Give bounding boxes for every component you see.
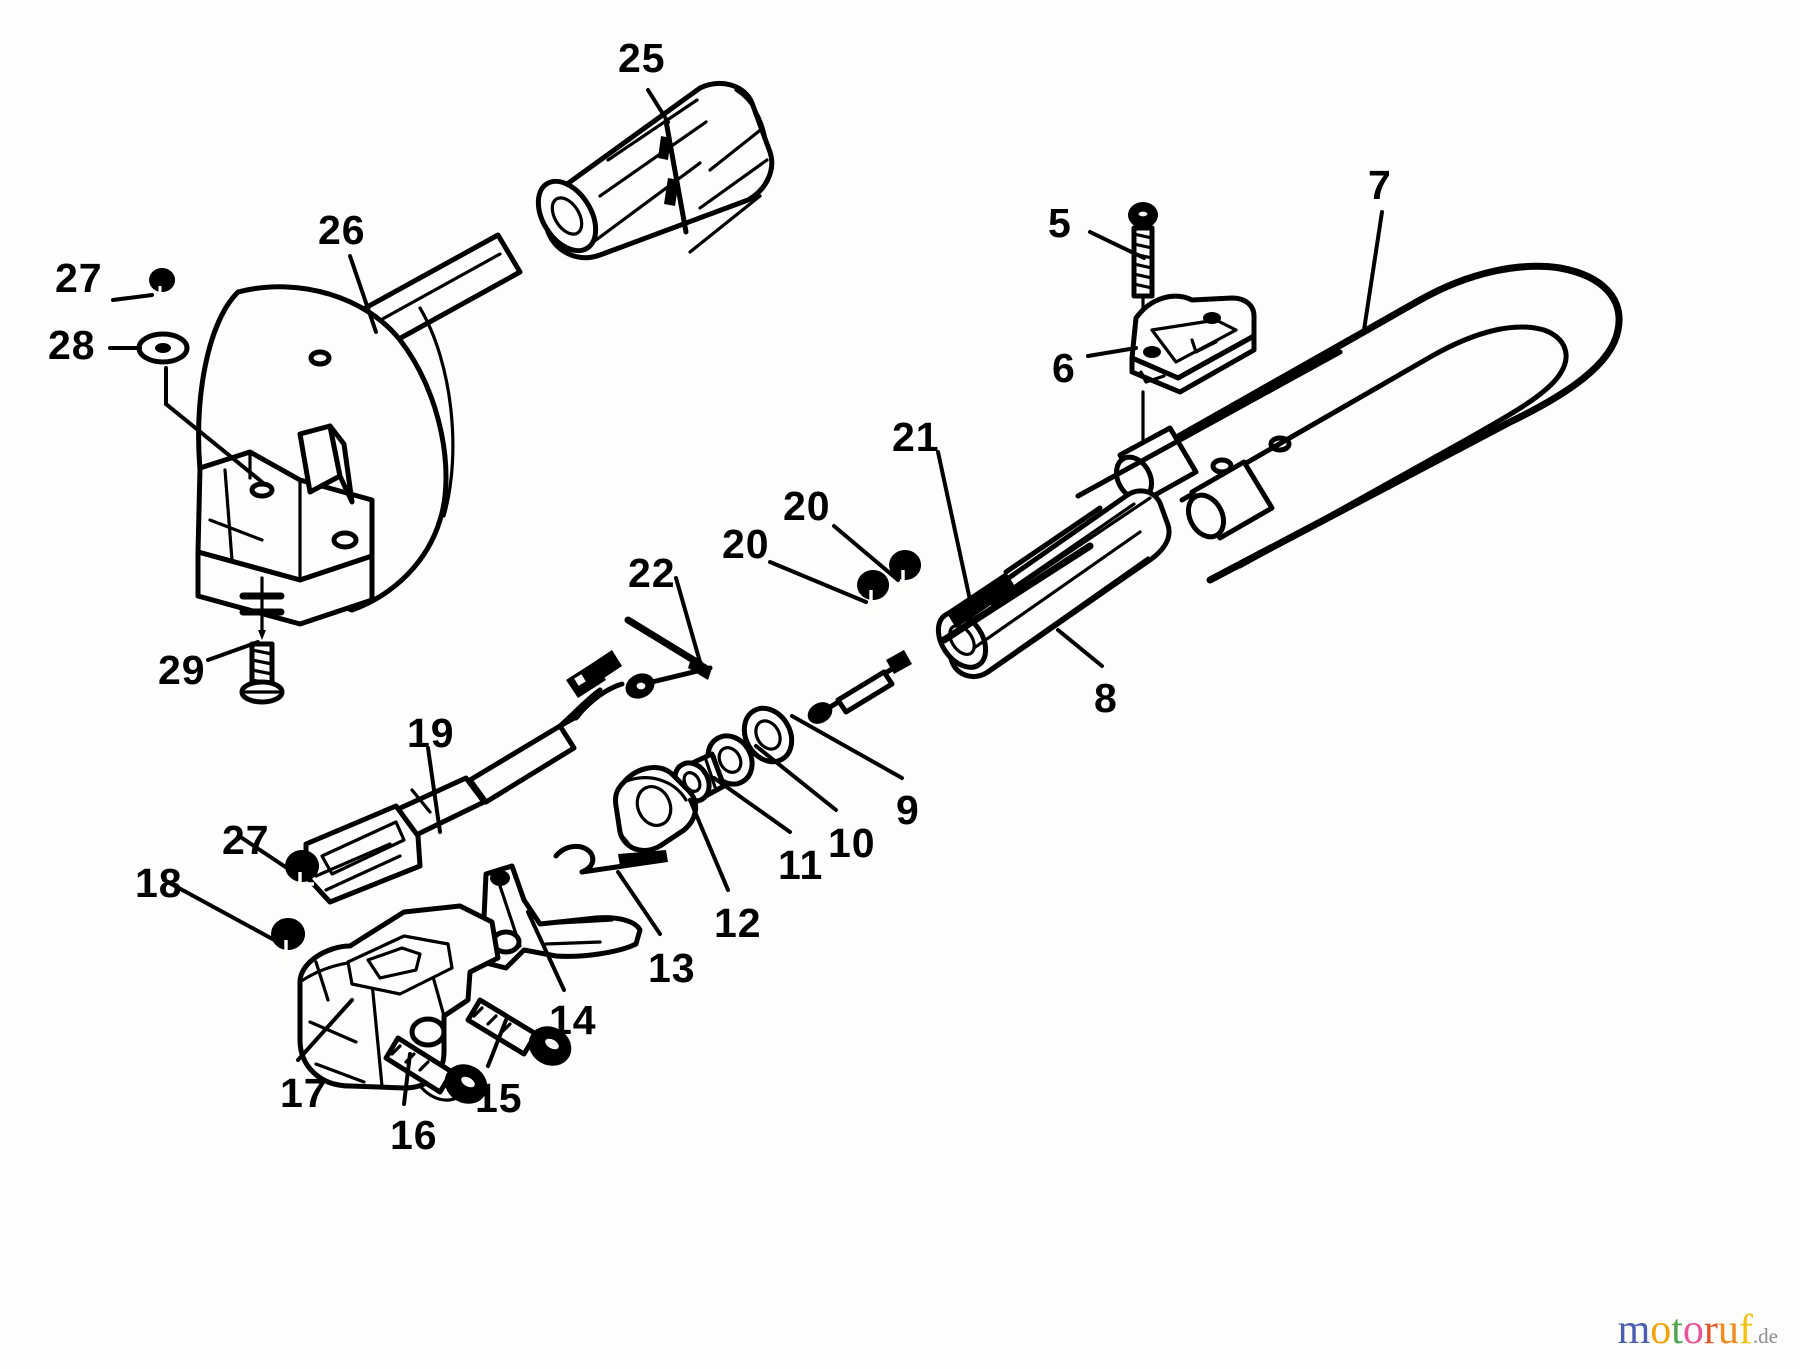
callout-17: 17	[280, 1070, 328, 1116]
callout-27-bottom: 27	[222, 817, 270, 863]
watermark-letter: m	[1617, 1307, 1651, 1353]
callout-19: 19	[407, 710, 455, 756]
callout-8: 8	[1094, 675, 1118, 721]
callout-20-lower: 20	[722, 521, 770, 567]
part-13-lever-bracket	[613, 765, 699, 853]
callout-15: 15	[475, 1075, 523, 1121]
watermark-letter: r	[1703, 1307, 1718, 1353]
callout-16: 16	[390, 1112, 438, 1158]
watermark-letter: u	[1717, 1307, 1739, 1353]
callout-10: 10	[828, 820, 876, 866]
motoruf-watermark: motoruf.de	[1618, 1309, 1778, 1351]
callout-22: 22	[628, 550, 676, 596]
watermark-letter: o	[1650, 1307, 1672, 1353]
part-27-nut-bottom	[285, 850, 320, 896]
callout-7: 7	[1368, 162, 1392, 208]
part-27-nut-top	[149, 268, 176, 302]
part-8-shaft-housing	[935, 488, 1172, 679]
part-16-screw	[383, 1035, 488, 1104]
part-29-screw	[239, 576, 285, 705]
part-6-clamp-plate	[1129, 293, 1257, 442]
callout-18: 18	[135, 860, 183, 906]
callout-5: 5	[1048, 200, 1072, 246]
part-13-spring-wire	[553, 844, 668, 875]
callout-25: 25	[618, 35, 666, 81]
callout-26: 26	[318, 207, 366, 253]
callout-20-upper: 20	[783, 483, 831, 529]
leader-lines	[108, 88, 1384, 1106]
part-20-nut-b	[857, 570, 890, 614]
callout-21: 21	[892, 414, 940, 460]
callout-28: 28	[48, 322, 96, 368]
callout-6: 6	[1052, 345, 1076, 391]
watermark-letter: o	[1682, 1307, 1704, 1353]
callout-11: 11	[778, 842, 824, 888]
callout-29: 29	[158, 647, 206, 693]
watermark-suffix: .de	[1752, 1324, 1778, 1348]
watermark-letter: t	[1671, 1307, 1683, 1353]
callout-27-top: 27	[55, 255, 103, 301]
callout-9: 9	[896, 787, 920, 833]
callout-13: 13	[648, 945, 696, 991]
part-7-guide-bar	[1075, 262, 1623, 584]
watermark-letter: f	[1738, 1307, 1753, 1353]
callout-12: 12	[714, 900, 762, 946]
callout-14: 14	[549, 997, 597, 1043]
part-14-trigger-lever	[479, 863, 643, 971]
part-25-handle-grip	[535, 80, 775, 261]
part-26-mount-plate	[195, 284, 455, 627]
part-28-washer	[136, 331, 190, 365]
part-21-rod	[940, 505, 1103, 644]
part-9-pin	[807, 650, 912, 724]
part-20-nut-a	[889, 550, 922, 594]
